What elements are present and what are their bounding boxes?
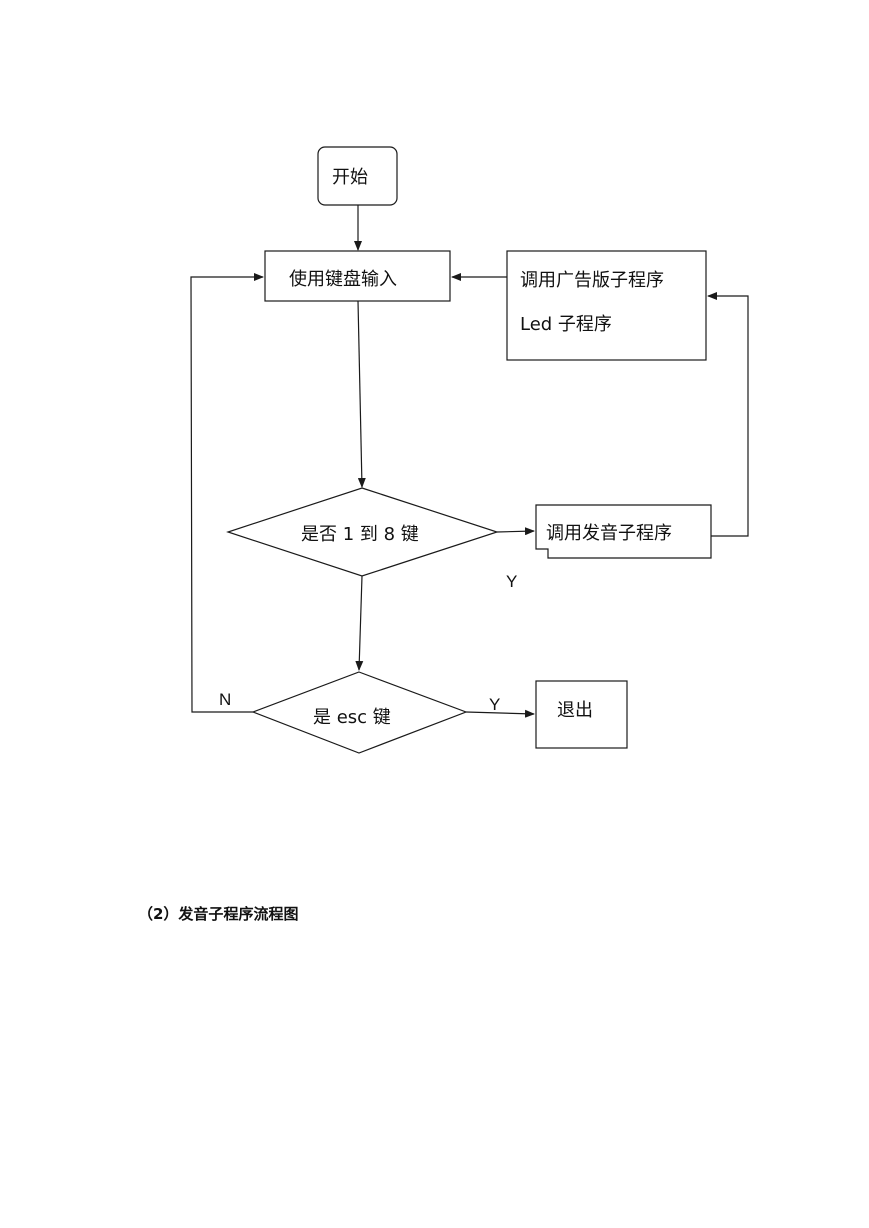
esc-decision-label: 是 esc 键 xyxy=(313,707,391,728)
edge-sound-to-ad-board xyxy=(707,292,749,537)
keyboard-input-node-label: 使用键盘输入 xyxy=(289,269,397,290)
esc-decision-node xyxy=(251,671,468,754)
edge-keys-decision-to-sound xyxy=(496,527,535,536)
esc-decision-no-label: N xyxy=(219,690,231,709)
call-sound-node-label: 调用发音子程序 xyxy=(546,523,672,544)
section-caption: （2）发音子程序流程图 xyxy=(138,905,299,923)
exit-node xyxy=(535,680,628,749)
edge-esc-decision-no-loop xyxy=(190,273,264,713)
edge-input-to-keys-decision xyxy=(357,300,366,488)
edge-esc-decision-to-exit xyxy=(465,709,535,718)
keys-decision-yes-label: Y xyxy=(506,572,517,591)
start-node-label: 开始 xyxy=(332,167,368,188)
call-ad-board-node-label-line2: Led 子程序 xyxy=(520,314,612,335)
esc-decision-yes-label: Y xyxy=(489,695,500,714)
keys-1-to-8-decision-label: 是否 1 到 8 键 xyxy=(301,524,419,545)
call-ad-board-node-label-line1: 调用广告版子程序 xyxy=(520,270,664,291)
keyboard-input-node xyxy=(264,250,451,302)
edge-keys-decision-to-esc-decision xyxy=(355,575,364,671)
exit-node-label: 退出 xyxy=(557,700,593,721)
call-ad-board-node xyxy=(506,250,707,361)
call-sound-node xyxy=(535,504,712,559)
